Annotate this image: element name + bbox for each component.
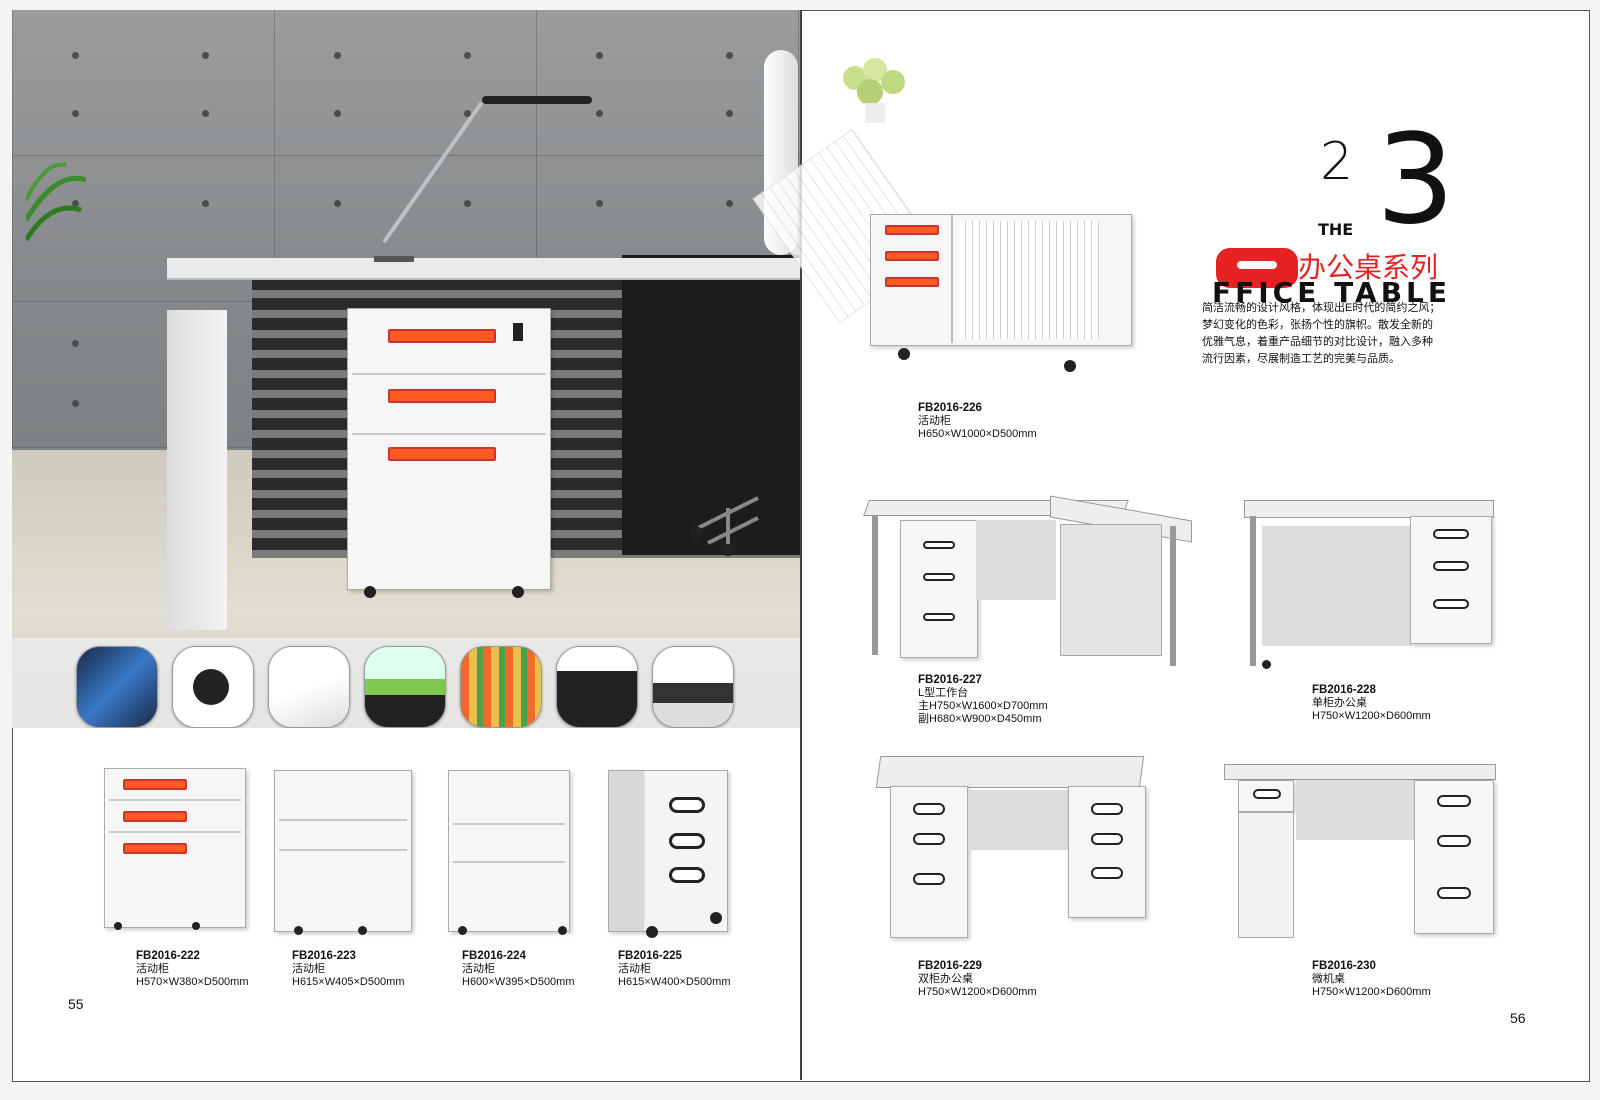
- desk-leg: [167, 310, 227, 630]
- product-size: H750×W1200×D600mm: [1312, 710, 1431, 722]
- lamp-base: [374, 256, 414, 262]
- product-name: 微机桌: [1312, 973, 1345, 985]
- page-number: 56: [1510, 1010, 1526, 1026]
- product-name: 活动柜: [618, 963, 651, 975]
- detail-thumb-drawer-files: [364, 646, 446, 728]
- product-label-fb2016-225: FB2016-225 活动柜 H615×W400×D500mm: [618, 950, 731, 989]
- product-size: H750×W1200×D600mm: [1312, 986, 1431, 998]
- section-the-label: THE: [1318, 220, 1354, 239]
- product-size: H615×W405×D500mm: [292, 976, 405, 988]
- product-size: H600×W395×D500mm: [462, 976, 575, 988]
- product-label-fb2016-228: FB2016-228 单柜办公桌 H750×W1200×D600mm: [1312, 684, 1431, 723]
- product-code: FB2016-229: [918, 960, 982, 972]
- detail-thumb-pen-tray: [556, 646, 638, 728]
- slogan-line: 简洁流畅的设计风格，体现出E时代的简约之风；: [1202, 302, 1441, 314]
- product-label-fb2016-230: FB2016-230 微机桌 H750×W1200×D600mm: [1312, 960, 1431, 999]
- product-image-fb2016-223: [274, 770, 412, 932]
- product-name: 双柜办公桌: [918, 973, 973, 985]
- detail-thumb-hanging-files: [460, 646, 542, 728]
- product-name: 活动柜: [462, 963, 495, 975]
- product-code: FB2016-223: [292, 950, 356, 962]
- product-label-fb2016-226: FB2016-226 活动柜 H650×W1000×D500mm: [918, 402, 1037, 441]
- desk-return: [622, 255, 800, 555]
- section-title-english: FFICE TABLE: [1212, 276, 1452, 309]
- slogan-line: 优雅气息，着重产品细节的对比设计，融入多种: [1202, 336, 1433, 348]
- product-name: 活动柜: [136, 963, 169, 975]
- page-gutter: [800, 10, 802, 1080]
- detail-thumb-drawer-slide: [652, 646, 734, 728]
- slogan-line: 流行因素，尽展制造工艺的完美与品质。: [1202, 353, 1400, 365]
- product-name: 活动柜: [918, 415, 951, 427]
- product-code: FB2016-228: [1312, 684, 1376, 696]
- product-image-fb2016-222: [104, 768, 246, 928]
- product-size: H750×W1200×D600mm: [918, 986, 1037, 998]
- plant: [26, 162, 86, 242]
- section-number-large: 3: [1376, 108, 1455, 252]
- section-title-chinese: 办公桌系列: [1298, 251, 1439, 284]
- product-code: FB2016-226: [918, 402, 982, 414]
- product-size: 主H750×W1600×D700mm: [918, 700, 1048, 712]
- product-code: FB2016-227: [918, 674, 982, 686]
- product-size: H615×W400×D500mm: [618, 976, 731, 988]
- product-label-fb2016-229: FB2016-229 双柜办公桌 H750×W1200×D600mm: [918, 960, 1037, 999]
- detail-thumb-leg: [268, 646, 350, 728]
- product-size: H570×W380×D500mm: [136, 976, 249, 988]
- desk-top: [167, 258, 800, 280]
- detail-thumb-caster: [172, 646, 254, 728]
- chair-base: [690, 496, 759, 556]
- section-slogan: 简洁流畅的设计风格，体现出E时代的简约之风； 梦幻变化的色彩，张扬个性的旗帜。散…: [1202, 300, 1482, 368]
- hero-photo: [12, 10, 800, 728]
- product-code: FB2016-230: [1312, 960, 1376, 972]
- product-code: FB2016-225: [618, 950, 682, 962]
- product-size-secondary: 副H680×W900×D450mm: [918, 713, 1042, 725]
- product-image-fb2016-225: [608, 770, 728, 932]
- product-image-fb2016-224: [448, 770, 570, 932]
- section-number-small: 2: [1320, 132, 1354, 192]
- product-name: 单柜办公桌: [1312, 697, 1367, 709]
- left-page: FB2016-222 活动柜 H570×W380×D500mm FB2016-2…: [12, 10, 800, 1080]
- hero-pedestal-cabinet: [347, 308, 551, 590]
- detail-thumb-file-rails: [76, 646, 158, 728]
- product-label-fb2016-222: FB2016-222 活动柜 H570×W380×D500mm: [136, 950, 249, 989]
- product-label-fb2016-224: FB2016-224 活动柜 H600×W395×D500mm: [462, 950, 575, 989]
- slogan-line: 梦幻变化的色彩，张扬个性的旗帜。散发全新的: [1202, 319, 1433, 331]
- product-label-fb2016-227: FB2016-227 L型工作台 主H750×W1600×D700mm 副H68…: [918, 674, 1048, 726]
- product-name: 活动柜: [292, 963, 325, 975]
- page-number: 55: [68, 996, 84, 1012]
- lamp-head: [482, 96, 592, 104]
- product-label-fb2016-223: FB2016-223 活动柜 H615×W405×D500mm: [292, 950, 405, 989]
- product-code: FB2016-224: [462, 950, 526, 962]
- product-image-fb2016-226: [870, 214, 1132, 346]
- product-code: FB2016-222: [136, 950, 200, 962]
- product-name: L型工作台: [918, 687, 969, 699]
- flower-decoration: [843, 58, 905, 123]
- office-logo-o: [1216, 248, 1298, 288]
- product-size: H650×W1000×D500mm: [918, 428, 1037, 440]
